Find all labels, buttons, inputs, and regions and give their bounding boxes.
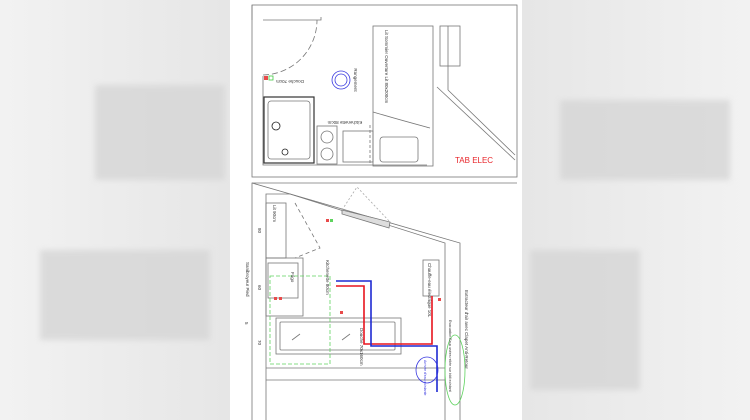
dimension-70: 70: [257, 340, 262, 346]
blurred-thumbnail: [560, 100, 730, 180]
blurred-thumbnail: [95, 85, 225, 180]
label-shower-bottom: Douche 70x160cm: [359, 328, 364, 366]
label-water-inlet: Arrivée d'eau existante: [423, 360, 427, 396]
label-toilet: Sanibroyeur Pied: [245, 262, 250, 297]
label-shower-top: Douche 70cm: [276, 79, 304, 84]
label-extractor: Extracteur d'air avec Clapet Anti-Retour: [464, 290, 469, 369]
dimension-5: 5: [244, 322, 249, 325]
label-bed-top: Lit Sommier Ouverture Lit 80x200cm: [384, 30, 389, 104]
label-kitchenette-top: Kitchenette 80cm: [327, 120, 362, 125]
dimension-60: 60: [257, 285, 262, 291]
label-water-heater: Chauffe-eau électrique 10L: [427, 263, 432, 318]
bottom-plan-labels: Lit 90cm Frigo Kitchenette 80cm Douche 7…: [244, 205, 469, 396]
label-drain: Evacuation Eaux usées reliée sur bâti ex…: [448, 320, 452, 392]
label-kitchenette-bottom: Kitchenette 80cm: [325, 260, 330, 295]
blurred-thumbnail: [530, 250, 640, 390]
blurred-thumbnail: [40, 250, 210, 340]
top-plan-labels: Douche 70cm Rangement Lit Sommier Ouvert…: [276, 30, 493, 165]
cold-water-pipe: [336, 280, 438, 392]
plumbing: [269, 275, 466, 406]
top-plan: [251, 4, 518, 178]
label-tab-elec: TAB ELEC: [455, 156, 493, 165]
label-bed-bottom: Lit 90cm: [272, 205, 277, 222]
label-storage: Rangement: [353, 68, 358, 92]
markers: [274, 219, 441, 314]
bottom-plan: [251, 182, 517, 420]
dimension-80: 80: [257, 228, 262, 234]
label-fridge: Frigo: [290, 272, 295, 283]
drain-pipe: [269, 275, 331, 365]
blurred-background-left: [0, 0, 230, 420]
hot-water-pipe: [336, 285, 433, 345]
